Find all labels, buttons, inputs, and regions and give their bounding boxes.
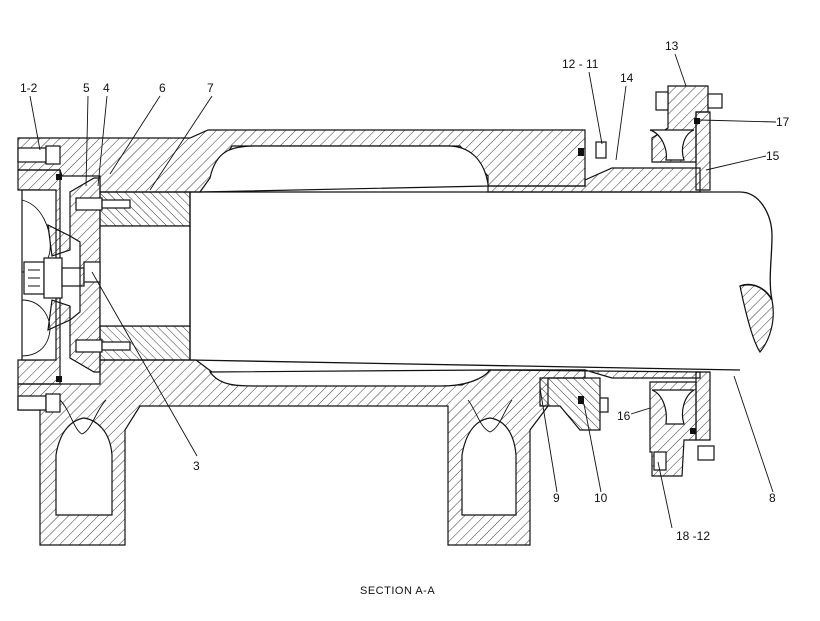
callout-14: 14 [620,71,634,85]
shaft [189,191,774,371]
callout-16: 16 [617,409,631,423]
callout-8: 8 [769,491,776,505]
callout-9: 9 [553,491,560,505]
callout-15: 15 [766,149,780,163]
callout-1-2: 1-2 [20,81,38,95]
callout-10: 10 [594,491,608,505]
callout-labels: 1-2 5 4 6 7 3 9 10 8 12 - 11 13 14 15 16… [20,39,790,543]
callout-4: 4 [103,81,110,95]
callout-6: 6 [159,81,166,95]
leader-lines [29,53,777,529]
right-flange [649,85,723,477]
callout-13: 13 [665,39,679,53]
callout-3: 3 [193,459,200,473]
housing-cavities [55,145,517,516]
section-caption: SECTION A-A [360,585,435,597]
callout-17: 17 [776,115,790,129]
callout-5: 5 [83,81,90,95]
callout-7: 7 [207,81,214,95]
bearing-stack [487,141,701,431]
callout-12-11: 12 - 11 [562,57,599,71]
end-cover [17,145,101,413]
callout-18-12: 18 -12 [676,529,710,543]
inner-sleeve [75,191,191,361]
